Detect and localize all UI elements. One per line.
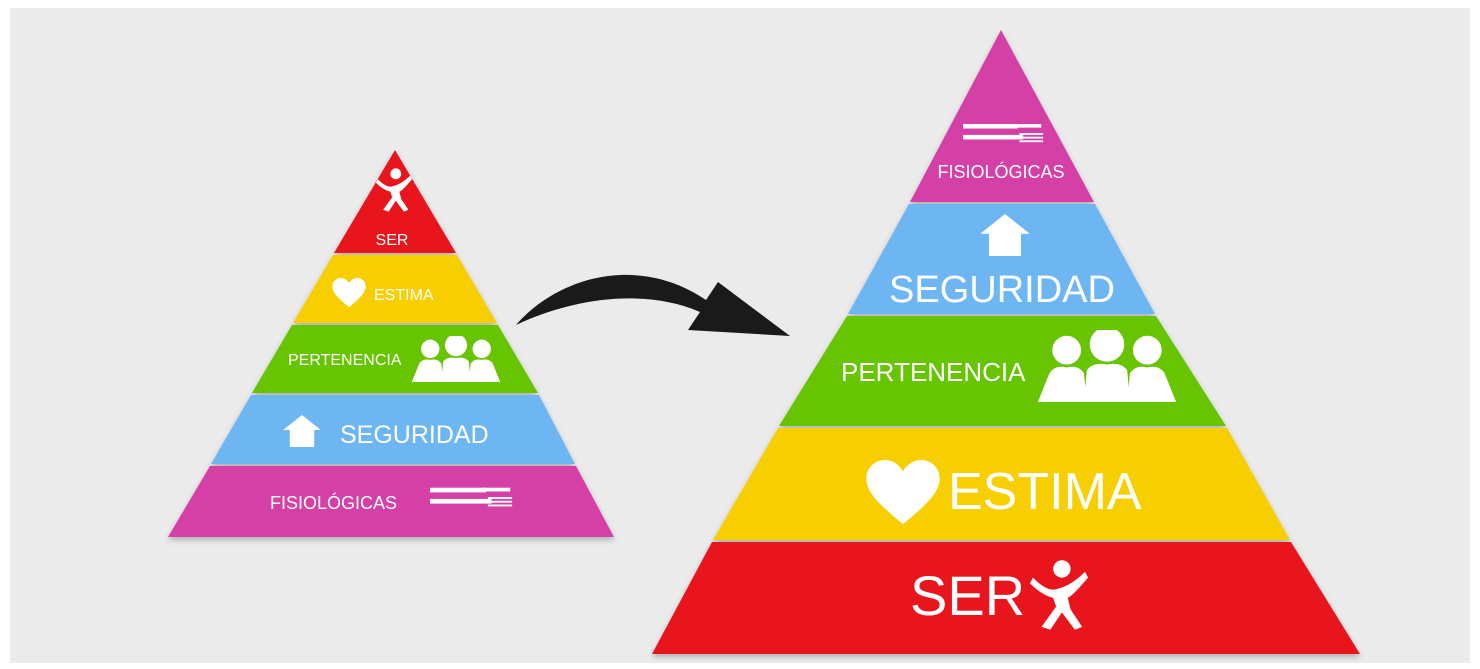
small-label-seguridad: SEGURIDAD <box>340 421 489 449</box>
small-label-estima: ESTIMA <box>374 287 434 304</box>
large-level-fisiologicas <box>910 30 1094 202</box>
large-label-pertenencia: PERTENENCIA <box>841 357 1026 387</box>
large-label-seguridad: SEGURIDAD <box>889 269 1115 311</box>
large-label-ser: SER <box>910 564 1025 627</box>
small-pyramid <box>168 150 614 537</box>
small-level-fisiologicas <box>168 466 614 537</box>
large-label-estima: ESTIMA <box>948 463 1142 521</box>
small-label-pertenencia: PERTENENCIA <box>288 352 402 369</box>
large-level-estima <box>713 428 1290 540</box>
large-pyramid-content: FISIOLÓGICAS SEGURIDAD PERTENENCIA ESTIM… <box>841 124 1177 630</box>
large-label-fisiologicas: FISIOLÓGICAS <box>937 161 1064 182</box>
large-pyramid <box>652 30 1360 654</box>
small-label-fisiologicas: FISIOLÓGICAS <box>270 492 397 513</box>
large-level-ser <box>652 542 1360 654</box>
small-level-estima <box>293 255 497 323</box>
large-level-seguridad <box>848 204 1155 314</box>
curved-arrow-icon <box>516 274 790 336</box>
small-label-ser: SER <box>376 232 409 249</box>
small-pyramid-content: SER ESTIMA PERTENENCIA SEGURIDAD FISIOLÓ… <box>270 168 513 513</box>
